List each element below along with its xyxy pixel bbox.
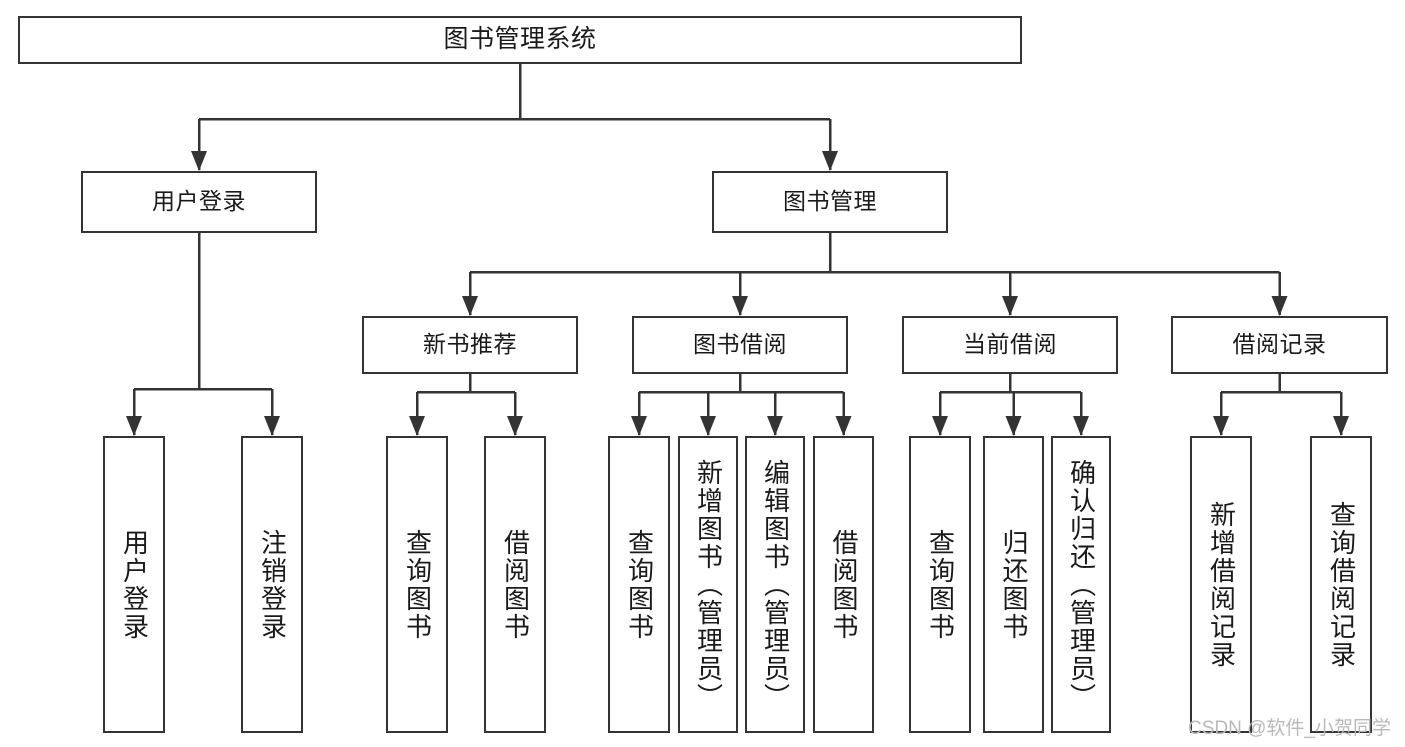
node-leaf6[interactable]: 新增图书（管理员） [678,436,738,733]
node-bookmgmt[interactable]: 图书管理 [712,171,948,233]
node-label: 新增图书（管理员） [693,458,724,711]
node-leaf2[interactable]: 注销登录 [241,436,303,733]
node-label: 编辑图书（管理员） [760,458,791,711]
node-label: 查询图书 [624,528,655,641]
node-login[interactable]: 用户登录 [81,171,317,233]
node-label: 新增借阅记录 [1206,500,1237,669]
node-leaf10[interactable]: 归还图书 [983,436,1044,733]
node-label: 确认归还（管理员） [1066,458,1097,711]
node-leaf3[interactable]: 查询图书 [386,436,448,733]
node-leaf8[interactable]: 借阅图书 [813,436,874,733]
node-label: 图书管理系统 [443,25,597,54]
node-label: 用户登录 [152,188,246,215]
node-current[interactable]: 当前借阅 [902,316,1118,374]
node-label: 借阅图书 [829,528,860,641]
node-leaf9[interactable]: 查询图书 [909,436,971,733]
node-leaf5[interactable]: 查询图书 [608,436,670,733]
node-label: 用户登录 [119,528,150,641]
node-label: 查询借阅记录 [1326,500,1357,669]
node-leaf7[interactable]: 编辑图书（管理员） [745,436,805,733]
node-newbook[interactable]: 新书推荐 [362,316,578,374]
node-label: 借阅图书 [500,528,531,641]
node-label: 图书管理 [783,188,877,215]
node-label: 图书借阅 [693,331,787,358]
node-leaf4[interactable]: 借阅图书 [484,436,546,733]
node-label: 归还图书 [999,528,1030,641]
node-records[interactable]: 借阅记录 [1171,316,1388,374]
node-label: 查询图书 [925,528,956,641]
node-leaf11[interactable]: 确认归还（管理员） [1051,436,1111,733]
node-label: 当前借阅 [963,331,1057,358]
node-borrow[interactable]: 图书借阅 [632,316,848,374]
node-label: 新书推荐 [423,331,517,358]
node-label: 查询图书 [402,528,433,641]
node-label: 注销登录 [257,528,288,641]
node-leaf1[interactable]: 用户登录 [103,436,165,733]
node-leaf13[interactable]: 查询借阅记录 [1310,436,1372,733]
node-root[interactable]: 图书管理系统 [18,16,1022,64]
node-leaf12[interactable]: 新增借阅记录 [1190,436,1252,733]
watermark-label: CSDN @软件_小贺同学 [1188,718,1391,739]
node-label: 借阅记录 [1232,331,1327,358]
